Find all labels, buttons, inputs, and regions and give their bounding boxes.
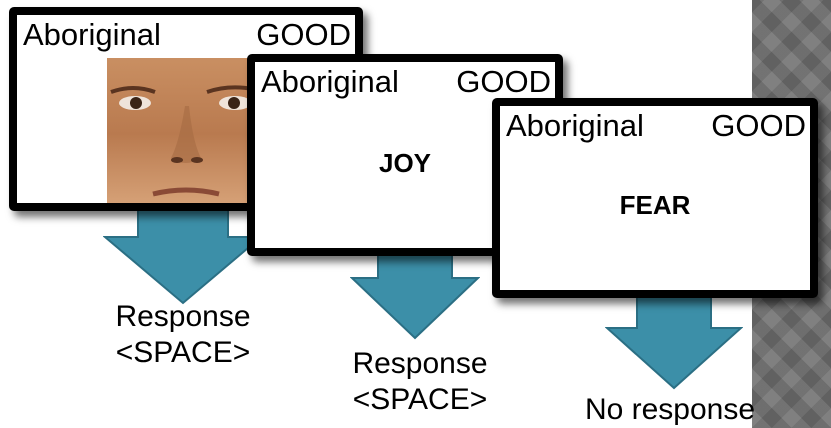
target-word: FEAR [500,190,810,221]
category-label: Aboriginal [23,15,161,55]
category-label: Aboriginal [261,62,399,102]
card-header: Aboriginal GOOD [23,15,351,55]
stimulus-card-fear: Aboriginal GOOD FEAR [492,98,818,298]
valence-label: GOOD [256,15,351,55]
category-label: Aboriginal [506,106,644,146]
down-arrow-icon [605,290,743,390]
card-header: Aboriginal GOOD [261,62,551,102]
down-arrow-icon [103,205,263,305]
no-response-caption: No response [560,392,780,428]
response-caption: Response <SPACE> [93,299,273,371]
card-header: Aboriginal GOOD [506,106,806,146]
face-photo [107,58,267,210]
valence-label: GOOD [711,106,806,146]
response-caption: Response <SPACE> [330,346,510,418]
valence-label: GOOD [456,62,551,102]
